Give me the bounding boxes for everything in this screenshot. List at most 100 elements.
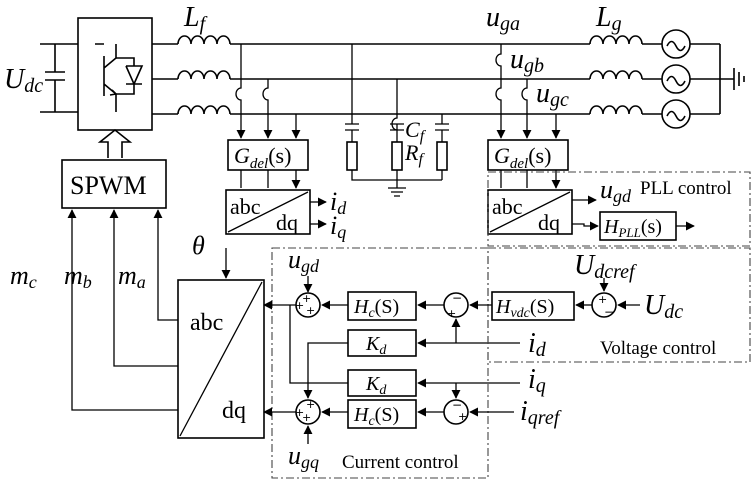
inductor-lg-b bbox=[589, 70, 643, 80]
inductor-lf-a bbox=[177, 35, 231, 45]
ma-feedback-line bbox=[153, 209, 178, 321]
grid-neutral bbox=[719, 44, 734, 114]
diode-symbol bbox=[116, 57, 144, 95]
grid-source-b bbox=[661, 64, 691, 94]
current-tap-a bbox=[235, 44, 246, 139]
ugd-label-cc: ugd bbox=[288, 245, 320, 276]
id-input-label: id bbox=[528, 328, 547, 361]
svg-text:−: − bbox=[604, 305, 614, 319]
svg-text:−: − bbox=[452, 398, 462, 412]
hc-block-q: Hc(S) bbox=[347, 399, 417, 429]
voltage-tap-b bbox=[521, 79, 532, 139]
lf-label: Lf bbox=[183, 2, 208, 35]
svg-text:HPLL(s): HPLL(s) bbox=[603, 216, 662, 240]
rf-label: Rf bbox=[404, 140, 425, 168]
svg-text:Gdel(s): Gdel(s) bbox=[234, 143, 291, 172]
gdel-block-voltage: Gdel(s) bbox=[487, 139, 569, 172]
svg-text:Hvdc(S): Hvdc(S) bbox=[495, 296, 554, 321]
lg-label: Lg bbox=[595, 2, 622, 35]
gdel2-to-abc2-arrows bbox=[500, 170, 556, 188]
svg-text:Hc(S): Hc(S) bbox=[353, 296, 399, 321]
id-label-top: id bbox=[330, 187, 347, 218]
kd-block-bottom: Kd bbox=[347, 369, 417, 398]
svg-text:Hc(S): Hc(S) bbox=[353, 404, 399, 429]
uga-label: uga bbox=[486, 2, 520, 35]
svg-text:+: + bbox=[306, 304, 315, 317]
sum-junction-vdc: + − bbox=[591, 292, 617, 319]
svg-text:abc: abc bbox=[492, 194, 523, 219]
mc-label: mc bbox=[10, 261, 37, 292]
current-control-label: Current control bbox=[342, 452, 459, 473]
voltage-tap-a bbox=[495, 44, 506, 139]
kd-bottom-to-d-sum-line bbox=[289, 305, 348, 384]
hpll-block: HPLL(s) bbox=[599, 211, 677, 241]
sum-junction-d-out: + + + bbox=[295, 292, 321, 318]
voltage-control-region bbox=[487, 247, 751, 363]
mb-label: mb bbox=[64, 261, 92, 292]
svg-text:+: + bbox=[302, 411, 311, 424]
svg-text:+: + bbox=[306, 398, 315, 411]
filter-branch-a bbox=[345, 44, 442, 181]
gdel-block-current: Gdel(s) bbox=[227, 139, 309, 172]
inductor-lg-c bbox=[589, 105, 643, 115]
dq-abc-inverse-transform: abc dq bbox=[177, 279, 265, 439]
ugc-label: ugc bbox=[536, 78, 569, 111]
svg-text:+: + bbox=[295, 299, 304, 312]
inductor-lf-b bbox=[177, 70, 231, 80]
pll-control-label: PLL control bbox=[640, 178, 732, 199]
svg-text:dq: dq bbox=[276, 210, 298, 235]
spwm-to-inverter-arrow bbox=[97, 128, 133, 158]
voltage-control-label: Voltage control bbox=[600, 338, 716, 359]
filter-branch-c bbox=[435, 114, 449, 180]
sum-junction-q-err: − + bbox=[443, 398, 469, 425]
svg-text:abc: abc bbox=[190, 310, 223, 336]
gdel1-to-abc1-arrows bbox=[240, 170, 296, 188]
theta-label: θ bbox=[192, 231, 205, 260]
ugb-label: ugb bbox=[510, 44, 544, 77]
abc-dq-transform-voltage: abc dq bbox=[487, 189, 573, 235]
dc-capacitor bbox=[45, 44, 65, 112]
ma-label: ma bbox=[118, 261, 146, 292]
ugd-label-top: ugd bbox=[600, 175, 632, 206]
svg-text:+: + bbox=[458, 410, 467, 423]
udcref-label: Udcref bbox=[574, 250, 637, 283]
svg-text:SPWM: SPWM bbox=[70, 171, 147, 200]
mb-feedback-line bbox=[109, 209, 178, 367]
grid-source-a bbox=[661, 29, 691, 59]
kd-block-top: Kd bbox=[347, 329, 417, 358]
inductor-lf-c bbox=[177, 105, 231, 115]
grid-source-c bbox=[661, 99, 691, 129]
iq-input-label: iq bbox=[528, 364, 546, 397]
udc-right-label: Udc bbox=[644, 290, 683, 323]
svg-text:+: + bbox=[598, 293, 607, 306]
iq-label-top: iq bbox=[330, 211, 346, 242]
sum-junction-q-out: + + + bbox=[295, 398, 321, 425]
filter-branch-b bbox=[390, 79, 404, 180]
svg-text:+: + bbox=[302, 292, 311, 305]
svg-text:Kd: Kd bbox=[365, 373, 387, 398]
svg-text:+: + bbox=[447, 307, 456, 320]
ground-symbol bbox=[733, 68, 745, 90]
current-control-region bbox=[271, 247, 489, 479]
hc-block-d: Hc(S) bbox=[347, 291, 417, 321]
q-to-pll-arrow bbox=[572, 221, 599, 231]
kd-top-to-q-sum-line bbox=[303, 342, 348, 399]
svg-text:dq: dq bbox=[222, 398, 246, 424]
current-tap-b bbox=[262, 79, 273, 139]
udc-left-label: Udc bbox=[4, 64, 43, 97]
spwm-block: SPWM bbox=[61, 159, 167, 209]
svg-text:abc: abc bbox=[230, 194, 261, 219]
pll-control-region bbox=[487, 171, 751, 247]
ugq-label: ugq bbox=[288, 441, 319, 472]
svg-text:Gdel(s): Gdel(s) bbox=[494, 143, 551, 172]
mc-feedback-line bbox=[67, 209, 178, 411]
svg-text:dq: dq bbox=[538, 210, 560, 235]
sum-junction-d-err: − + bbox=[443, 291, 469, 320]
svg-text:−: − bbox=[452, 291, 462, 305]
svg-text:+: + bbox=[295, 406, 304, 419]
svg-text:Kd: Kd bbox=[365, 333, 387, 358]
hvdc-block: Hvdc(S) bbox=[491, 291, 575, 321]
inverter-bridge bbox=[77, 17, 153, 131]
abc-dq-transform-current: abc dq bbox=[225, 189, 311, 235]
